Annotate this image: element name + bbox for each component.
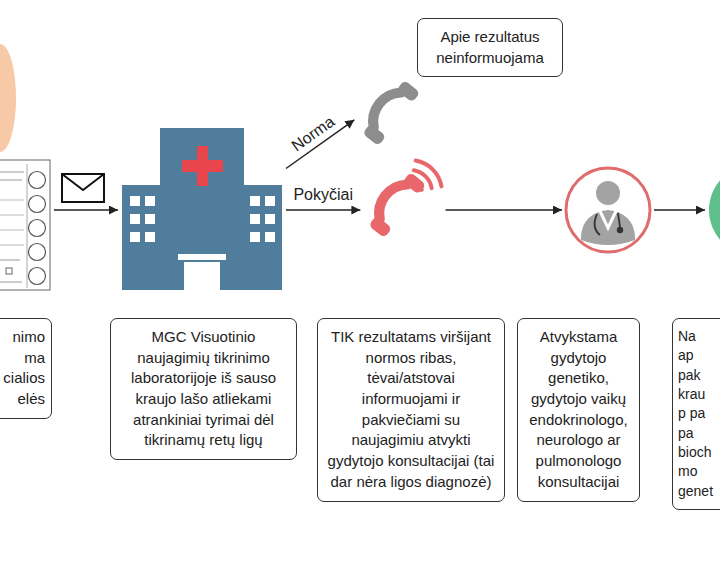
box-text: Atvykstama gydytojo genetiko, gydytojo v…	[524, 327, 633, 493]
envelope-icon	[62, 174, 104, 202]
doctor-icon	[566, 168, 650, 252]
flow-arrow	[286, 209, 360, 211]
phone-icon	[358, 77, 420, 146]
box-text: nimo ma cialios elės	[3, 327, 45, 410]
step-box: Apie rezultatus neinformuojama	[417, 18, 563, 77]
flow-arrow	[446, 209, 563, 211]
blood-card	[0, 160, 50, 290]
edge-label: Pokyčiai	[291, 185, 355, 204]
hospital-icon	[122, 128, 282, 290]
step-box: Atvykstama gydytojo genetiko, gydytojo v…	[517, 318, 640, 502]
step-box: TIK rezultatams viršijant normos ribas, …	[317, 318, 505, 502]
flow-arrow	[54, 209, 118, 211]
ringing-phone-icon	[364, 161, 441, 239]
box-text: MGC Visuotinio naujagimių tikrinimo labo…	[117, 327, 290, 451]
box-text: Apie rezultatus neinformuojama	[424, 27, 556, 68]
result-icon	[709, 164, 720, 256]
flow-arrow	[654, 209, 705, 211]
step-box: nimo ma cialios elės	[0, 318, 52, 419]
step-box: Na ap pak krau p pa pa bioch mo genet	[672, 318, 720, 510]
box-text: Na ap pak krau p pa pa bioch mo genet	[678, 327, 713, 501]
foot-icon	[0, 44, 16, 152]
box-text: TIK rezultatams viršijant normos ribas, …	[324, 327, 498, 493]
step-box: MGC Visuotinio naujagimių tikrinimo labo…	[110, 318, 297, 460]
